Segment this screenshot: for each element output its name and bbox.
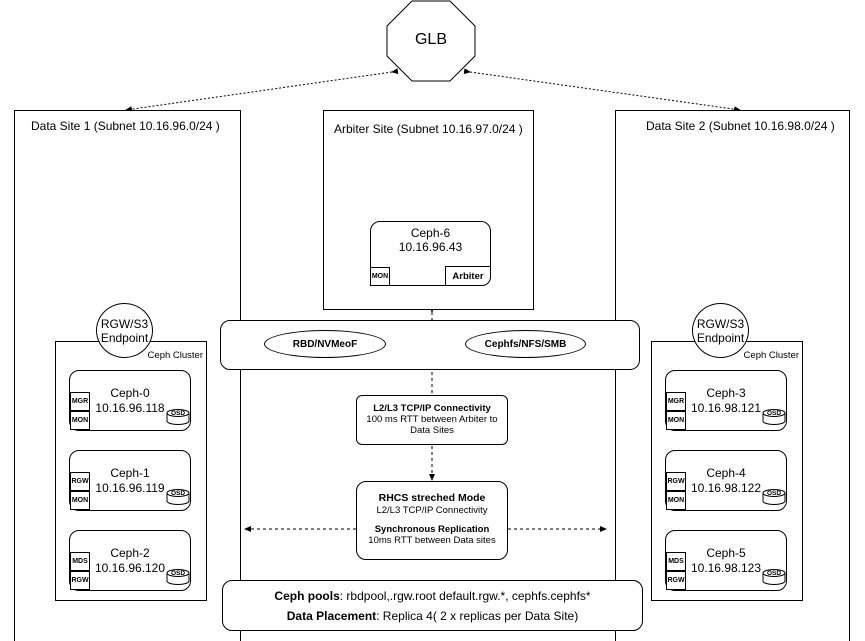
endpoint-line-2: Endpoint xyxy=(100,330,149,345)
rgw-endpoint-site-1: RGW/S3 Endpoint xyxy=(96,303,153,358)
arbiter-tag: Arbiter xyxy=(445,266,491,286)
osd-disk-icon: OSD xyxy=(762,489,786,506)
arbiter-site: Arbiter Site (Subnet 10.16.97.0/24 ) Cep… xyxy=(323,110,534,310)
endpoint-line-1: RGW/S3 xyxy=(100,316,149,331)
ceph-cluster-label: Ceph Cluster xyxy=(147,350,203,361)
ceph-node-2: Ceph-2 10.16.96.120 MDS RGW OSD xyxy=(69,530,191,591)
data-site-1-title: Data Site 1 (Subnet 10.16.96.0/24 ) xyxy=(31,119,220,133)
ceph-node-5: Ceph-5 10.16.98.123 MDS RGW OSD xyxy=(665,530,787,591)
node-ip: 10.16.96.120 xyxy=(94,561,166,575)
arbiter-site-title: Arbiter Site (Subnet 10.16.97.0/24 ) xyxy=(334,122,523,136)
osd-disk-icon: OSD xyxy=(762,569,786,586)
mon-tag: MON xyxy=(666,491,686,510)
osd-label: OSD xyxy=(170,410,186,417)
osd-label: OSD xyxy=(170,490,186,497)
pools-label: Ceph pools xyxy=(274,589,340,603)
rgw-tag: RGW xyxy=(666,472,686,491)
sync-replication-text: 10ms RTT between Data sites xyxy=(368,535,496,546)
node-ip: 10.16.96.43 xyxy=(398,240,463,254)
node-ip: 10.16.98.121 xyxy=(690,401,762,415)
node-name: Ceph-6 xyxy=(410,226,451,240)
rgw-tag: RGW xyxy=(70,571,90,590)
mon-tag: MON xyxy=(70,411,90,430)
endpoint-line-1: RGW/S3 xyxy=(696,316,745,331)
protocol-rbd-nvmeof: RBD/NVMeoF xyxy=(264,330,386,358)
node-name: Ceph-3 xyxy=(706,386,746,400)
ceph-node-4: Ceph-4 10.16.98.122 RGW MON OSD xyxy=(665,450,787,511)
ceph-node-1: Ceph-1 10.16.96.119 RGW MON OSD xyxy=(69,450,191,511)
mon-tag: MON xyxy=(666,411,686,430)
sync-replication-title: Synchronous Replication xyxy=(374,524,490,535)
connectivity-line-2: Data Sites xyxy=(410,425,454,436)
glb-node: GLB xyxy=(386,0,476,82)
osd-disk-icon: OSD xyxy=(166,489,190,506)
stretched-title: RHCS streched Mode xyxy=(378,492,486,504)
rgw-tag: RGW xyxy=(70,472,90,491)
ceph-cluster-label: Ceph Cluster xyxy=(743,350,799,361)
node-name: Ceph-5 xyxy=(706,546,746,560)
connectivity-title: L2/L3 TCP/IP Connectivity xyxy=(373,403,491,414)
placement-label: Data Placement xyxy=(286,609,377,623)
placement-row: Data Placement: Replica 4( 2 x replicas … xyxy=(223,609,642,623)
pools-row: Ceph pools: rbdpool,.rgw.root default.rg… xyxy=(223,589,642,603)
node-name: Ceph-4 xyxy=(706,466,746,480)
osd-disk-icon: OSD xyxy=(166,569,190,586)
pools-value: : rbdpool,.rgw.root default.rgw.*, cephf… xyxy=(339,589,591,603)
connectivity-line-1: 100 ms RTT between Arbiter to xyxy=(366,414,498,425)
pools-box: Ceph pools: rbdpool,.rgw.root default.rg… xyxy=(222,580,643,631)
ceph-node-3: Ceph-3 10.16.98.121 MGR MON OSD xyxy=(665,370,787,431)
placement-value: : Replica 4( 2 x replicas per Data Site) xyxy=(376,609,579,623)
glb-to-site1-link xyxy=(125,68,399,113)
osd-label: OSD xyxy=(766,490,782,497)
node-ip: 10.16.98.123 xyxy=(690,561,762,575)
node-ip: 10.16.96.118 xyxy=(95,401,165,415)
data-site-2-title: Data Site 2 (Subnet 10.16.98.0/24 ) xyxy=(646,119,835,133)
glb-label: GLB xyxy=(414,31,447,48)
node-ip: 10.16.98.122 xyxy=(690,481,762,495)
ceph-node-0: Ceph-0 10.16.96.118 MGR MON OSD xyxy=(69,370,191,431)
osd-label: OSD xyxy=(766,410,782,417)
node-name: Ceph-2 xyxy=(110,546,150,560)
endpoint-line-2: Endpoint xyxy=(696,330,745,345)
osd-disk-icon: OSD xyxy=(166,409,190,426)
mds-tag: MDS xyxy=(70,552,90,571)
stretched-subtitle: L2/L3 TCP/IP Connectivity xyxy=(376,505,488,516)
rgw-endpoint-site-2: RGW/S3 Endpoint xyxy=(692,303,749,358)
mgr-tag: MGR xyxy=(666,392,686,411)
stretched-mode-box: RHCS streched Mode L2/L3 TCP/IP Connecti… xyxy=(356,481,508,560)
node-ip: 10.16.96.119 xyxy=(95,481,165,495)
node-name: Ceph-1 xyxy=(110,466,150,480)
osd-disk-icon: OSD xyxy=(762,409,786,426)
glb-to-site2-link xyxy=(463,68,741,113)
mds-tag: MDS xyxy=(666,552,686,571)
mon-tag: MON xyxy=(70,491,90,510)
osd-label: OSD xyxy=(170,570,186,577)
node-name: Ceph-0 xyxy=(110,386,150,400)
protocol-cephfs-nfs-smb: Cephfs/NFS/SMB xyxy=(465,330,586,358)
rgw-tag: RGW xyxy=(666,571,686,590)
mon-tag: MON xyxy=(370,267,390,286)
mgr-tag: MGR xyxy=(70,392,90,411)
ceph-node-6: Ceph-6 10.16.96.43 MON Arbiter xyxy=(370,221,491,286)
connectivity-box: L2/L3 TCP/IP Connectivity 100 ms RTT bet… xyxy=(356,395,508,445)
osd-label: OSD xyxy=(766,570,782,577)
